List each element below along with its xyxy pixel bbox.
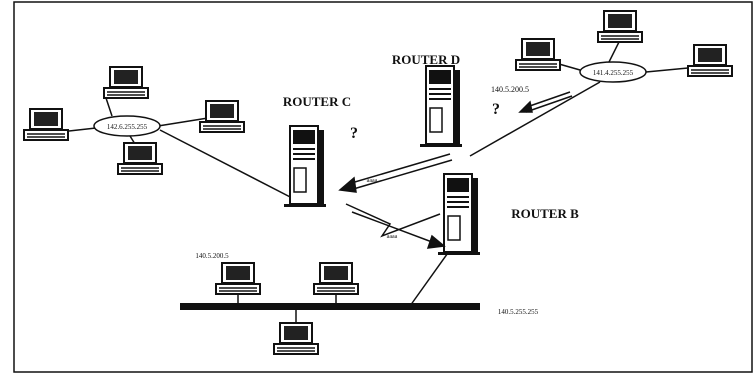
computer-icon: [104, 67, 148, 98]
arrow-d-to-c: [340, 154, 452, 192]
router-b-label: ROUTER B: [511, 206, 579, 221]
arrow-b-label: aaaa: [387, 234, 398, 240]
router-tower-icon: [284, 126, 326, 207]
network-bottom-label: 140.5.255.255: [498, 308, 539, 316]
computer-icon: [274, 323, 318, 354]
router-c-question-mark: ?: [350, 125, 358, 142]
network-right: 141.4.255.255: [580, 62, 646, 82]
router-d-address: 140.5.200.5: [491, 85, 529, 94]
router-d-question-mark: ?: [492, 101, 500, 118]
network-left-label: 142.6.255.255: [107, 123, 148, 131]
network-right-label: 141.4.255.255: [593, 69, 634, 77]
computer-icon: [216, 263, 260, 294]
ethernet-bus: [180, 303, 480, 310]
network-left: 142.6.255.255: [94, 116, 160, 136]
computer-icon: [516, 39, 560, 70]
serial-link-zigzag: [346, 204, 440, 236]
computer-icon: [314, 263, 358, 294]
computer-icon: [688, 45, 732, 76]
router-tower-icon: [438, 174, 480, 255]
computer-icon: [200, 101, 244, 132]
router-b: ROUTER B: [438, 174, 579, 255]
bottom-host-address: 140.5.200.5: [195, 252, 229, 260]
router-c-label: ROUTER C: [283, 94, 351, 109]
router-d: ROUTER D ?: [392, 52, 500, 147]
arrow-c-label: aaaa: [367, 178, 378, 184]
router-tower-icon: [420, 66, 462, 147]
router-d-label: ROUTER D: [392, 52, 460, 67]
diagram-frame: [14, 2, 752, 372]
computer-icon: [598, 11, 642, 42]
computer-icon: [118, 143, 162, 174]
computer-icon: [24, 109, 68, 140]
